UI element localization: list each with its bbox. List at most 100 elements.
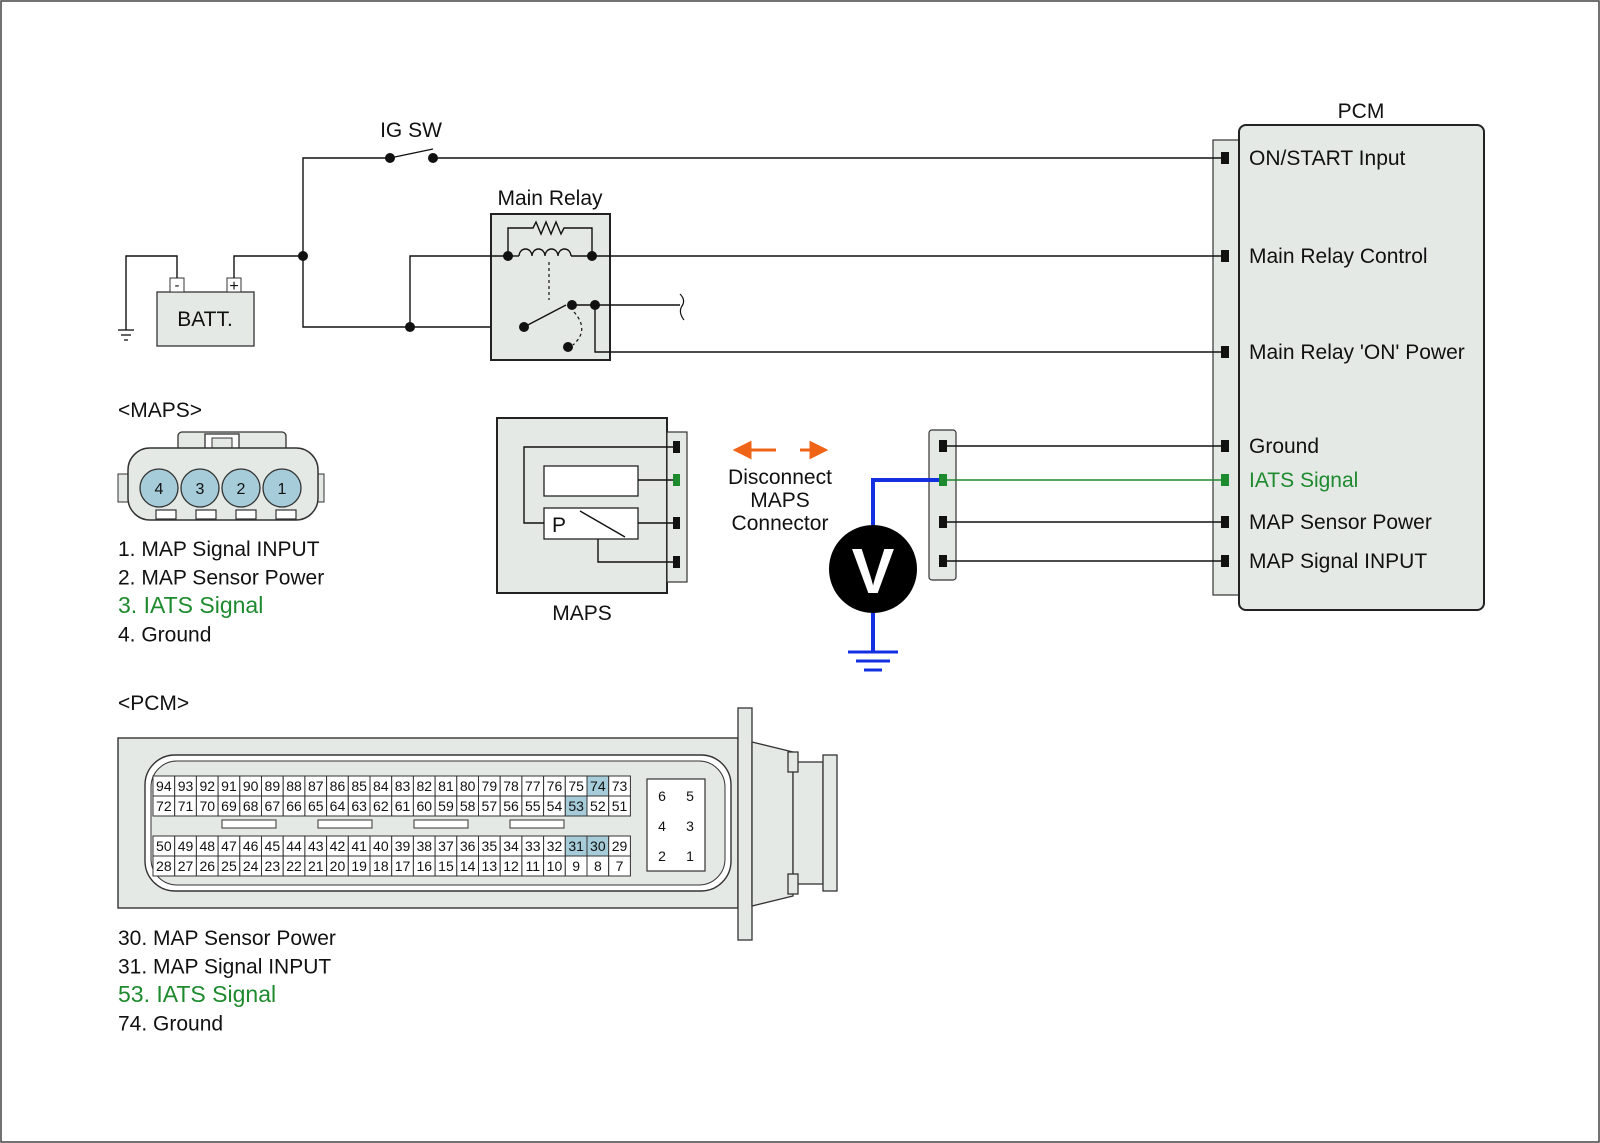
maps-connector-title: <MAPS> [118,399,202,422]
pcm-connector-pin-number: 82 [416,778,432,794]
pcm-terminal-label: Main Relay 'ON' Power [1249,341,1465,364]
pcm-connector-pin-number: 36 [460,838,476,854]
pcm-connector-pin-number: 7 [616,858,624,874]
pcm-connector-pin-number: 10 [547,858,563,874]
pcm-connector-pin-number: 75 [568,778,584,794]
pcm-connector-pin-number: 43 [308,838,324,854]
maps-connector-pin [139,468,179,508]
maps-sensor-box [496,417,668,594]
maps-connector-pin-number: 3 [196,481,205,498]
pcm-connector-pin-number: 84 [373,778,389,794]
main-relay-label: Main Relay [497,187,603,210]
disconnect-label-line3: Connector [732,512,829,535]
pcm-connector-pin-number: 17 [395,858,411,874]
pcm-box [1238,124,1485,611]
disconnect-label-line1: Disconnect [728,466,832,489]
pcm-connector-pin-number: 62 [373,798,389,814]
pcm-connector-pin-number: 47 [221,838,237,854]
pcm-connector-pin-number: 79 [482,778,498,794]
maps-component-label: MAPS [552,602,612,625]
pcm-terminal-label: ON/START Input [1249,147,1406,170]
pcm-connector-pin-number: 20 [330,858,346,874]
pcm-connector-pin-number: 94 [156,778,172,794]
pcm-terminal-label: Ground [1249,435,1319,458]
pcm-connector-title: <PCM> [118,692,189,715]
pcm-connector-pin-number: 15 [438,858,454,874]
pcm-connector-pin-number: 51 [612,798,628,814]
pcm-connector-pin-number: 35 [482,838,498,854]
maps-pin-iats [673,474,680,486]
pcm-connector-pin [608,795,631,817]
pcm-connector-pin-number: 39 [395,838,411,854]
maps-connector-pin [180,468,220,508]
maps-connector-pin-number: 2 [237,481,246,498]
pcm-small-block-pin-number: 2 [658,848,666,864]
pcm-connector-pin-number: 90 [243,778,259,794]
pcm-connector-pin-number: 64 [330,798,346,814]
pcm-connector-pin-number: 63 [351,798,367,814]
pcm-connector-pin-number: 18 [373,858,389,874]
pcm-small-block-pin-number: 4 [658,818,666,834]
pcm-connector-pin-number: 70 [199,798,215,814]
pcm-connector-pin-number: 66 [286,798,302,814]
pcm-connector-pin-number: 37 [438,838,454,854]
maps-pin-power [673,517,680,529]
maps-connector-strip [666,431,688,583]
harness-connector-body [928,429,957,581]
pcm-connector-pin-number: 67 [265,798,281,814]
pcm-connector-pin-number: 19 [351,858,367,874]
pcm-connector-pin-number: 46 [243,838,259,854]
battery-box [156,291,255,347]
maps-legend-item: 3. IATS Signal [118,592,263,618]
pcm-legend-item: 53. IATS Signal [118,981,276,1007]
pcm-connector-pin-number: 55 [525,798,541,814]
pcm-terminal-label: IATS Signal [1249,469,1358,492]
battery-label: BATT. [177,308,233,331]
voltmeter-body [829,525,917,613]
pcm-connector-pin-number: 56 [503,798,519,814]
pcm-terminal-label: Main Relay Control [1249,245,1428,268]
pcm-connector-pin-number: 28 [156,858,172,874]
maps-connector-pin [262,468,302,508]
pcm-connector-key-slot [221,819,277,829]
pcm-connector-pin-number: 45 [265,838,281,854]
pcm-connector-pin-number: 83 [395,778,411,794]
pcm-connector-pin-number: 54 [547,798,563,814]
pcm-connector-pin-number: 87 [308,778,324,794]
pcm-connector-pin-number: 49 [178,838,194,854]
pcm-title: PCM [1338,100,1385,123]
pcm-connector-pin-number: 93 [178,778,194,794]
pcm-connector-pin-number: 14 [460,858,476,874]
disconnect-indicator: Disconnect MAPS Connector [728,440,832,535]
pcm-connector-key-slot [413,819,469,829]
pcm-connector-pin-number: 16 [416,858,432,874]
battery: BATT. - + [118,251,528,347]
pcm-connector-pin-number: 40 [373,838,389,854]
pcm-small-block-pin-number: 5 [686,788,694,804]
main-relay: Main Relay [405,187,1225,361]
maps-legend-item: 2. MAP Sensor Power [118,567,324,590]
pcm-small-block-pin-number: 3 [686,818,694,834]
pcm-connector-pin-number: 92 [199,778,215,794]
pcm-connector-key-slot [509,819,565,829]
pcm-connector-pin-number: 76 [547,778,563,794]
pcm-connector-pin-number: 69 [221,798,237,814]
pcm-connector-pin-number: 52 [590,798,606,814]
pcm-connector-pin-number: 25 [221,858,237,874]
maps-pin-ground [673,441,680,453]
battery-ground-symbol [118,329,134,341]
maps-pin-signal [673,556,680,568]
ig-sw-label: IG SW [380,119,442,142]
harness-connector [928,429,1225,581]
pcm-connector-pin-number: 21 [308,858,324,874]
pcm-connector-pin-number: 68 [243,798,259,814]
pcm-connector-pin-number: 41 [351,838,367,854]
pcm-connector-pin-number: 85 [351,778,367,794]
pcm-connector-pin-number: 61 [395,798,411,814]
pcm-connector-pin-number: 50 [156,838,172,854]
pcm-terminal-label: MAP Signal INPUT [1249,550,1427,573]
